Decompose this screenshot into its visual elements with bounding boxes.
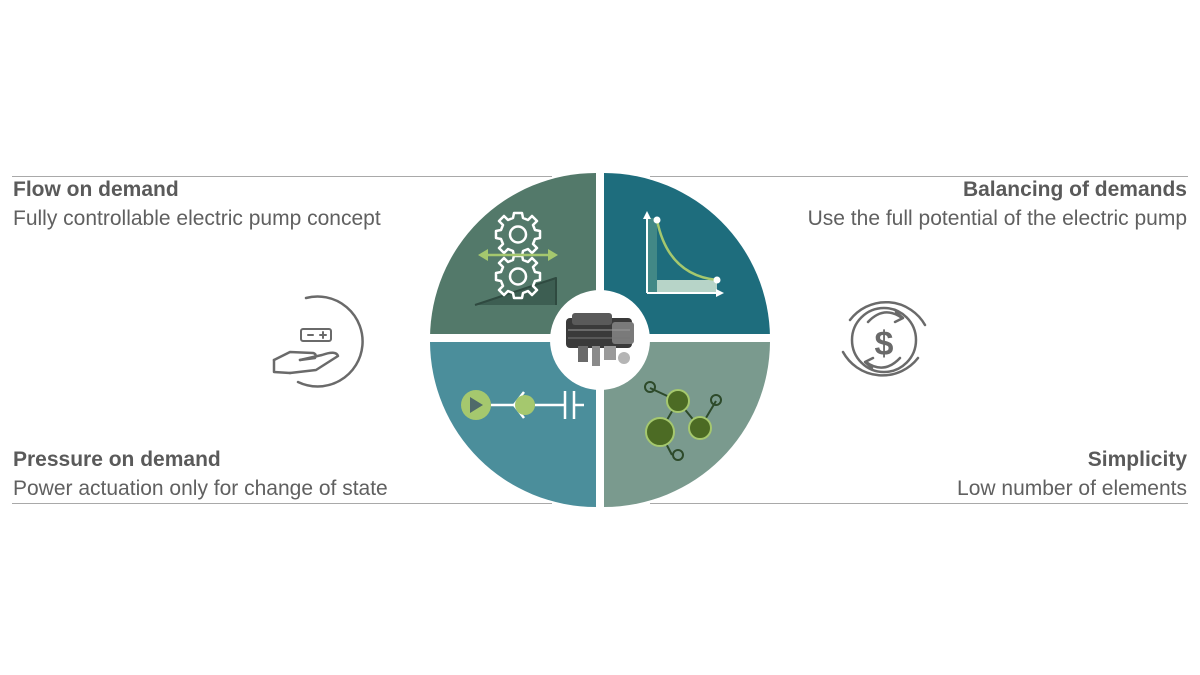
node-network-icon	[644, 381, 722, 461]
bottom-right-rule	[650, 503, 1188, 504]
balancing-of-demands-title: Balancing of demands	[962, 178, 1187, 201]
svg-text:$: $	[875, 325, 894, 363]
pressure-on-demand-description: Power actuation only for change of state	[13, 477, 388, 500]
balancing-of-demands-description: Use the full potential of the electric p…	[807, 207, 1187, 230]
curve-graph-icon	[643, 211, 724, 297]
pressure-on-demand-title: Pressure on demand	[13, 448, 221, 471]
top-right-rule	[650, 176, 1188, 177]
hand-battery-icon	[272, 295, 364, 388]
electric-pump-image	[550, 290, 650, 390]
dollar-cycle-icon: $	[841, 301, 927, 377]
top-left-rule	[12, 176, 552, 177]
quadrant-bottom-left	[430, 342, 596, 508]
gears-icon	[474, 211, 558, 306]
flow-on-demand-description: Fully controllable electric pump concept	[13, 207, 381, 230]
flow-on-demand-title: Flow on demand	[13, 178, 179, 201]
simplicity-description: Low number of elements	[957, 477, 1187, 500]
simplicity-title: Simplicity	[1087, 448, 1187, 471]
bottom-left-rule	[12, 503, 552, 504]
hydraulic-pump-icon	[461, 390, 584, 420]
